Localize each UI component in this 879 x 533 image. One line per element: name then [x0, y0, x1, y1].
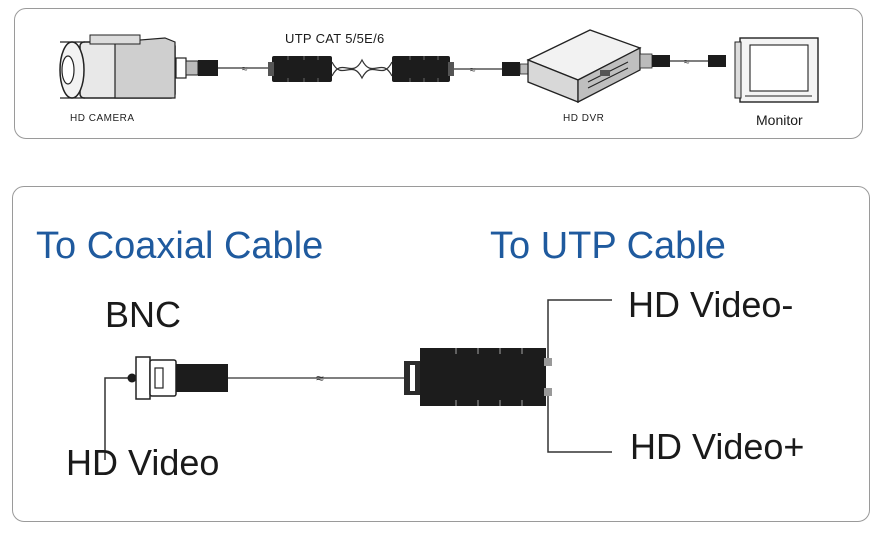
balun-left-icon	[268, 56, 332, 82]
hd-video-plus-label: HD Video+	[630, 426, 805, 467]
coax-heading: To Coaxial Cable	[36, 225, 324, 267]
hd-video-label: HD Video	[66, 442, 220, 483]
balun-right-icon	[392, 56, 454, 82]
svg-text:≈: ≈	[242, 64, 248, 75]
bnc-center-pin-dot	[127, 373, 137, 383]
bnc-connector-icon	[135, 356, 228, 400]
monitor-label: Monitor	[756, 112, 803, 128]
monitor-bnc-connector-icon	[652, 55, 670, 67]
utp-heading: To UTP Cable	[490, 225, 726, 267]
svg-text:≈: ≈	[684, 57, 690, 68]
twisted-pair-cable-icon	[331, 58, 393, 80]
hd-dvr-label: HD DVR	[563, 113, 605, 124]
hd-video-leader-line	[104, 377, 131, 460]
hd-camera-icon	[59, 34, 176, 99]
bnc-label: BNC	[105, 294, 182, 335]
camera-bnc-connector-icon	[175, 57, 218, 79]
video-minus-lead-line	[547, 299, 612, 358]
video-plus-lead-line	[547, 396, 612, 453]
monitor-icon	[734, 37, 819, 103]
utp-cable-label: UTP CAT 5/5E/6	[285, 31, 385, 46]
hd-dvr-icon	[526, 29, 642, 104]
svg-text:≈: ≈	[316, 370, 324, 386]
hd-camera-label: HD CAMERA	[70, 113, 135, 124]
svg-text:≈: ≈	[470, 65, 476, 76]
dvr-bnc-connector-icon	[502, 62, 520, 76]
video-balun-icon	[404, 348, 552, 406]
hd-video-minus-label: HD Video-	[628, 284, 794, 325]
